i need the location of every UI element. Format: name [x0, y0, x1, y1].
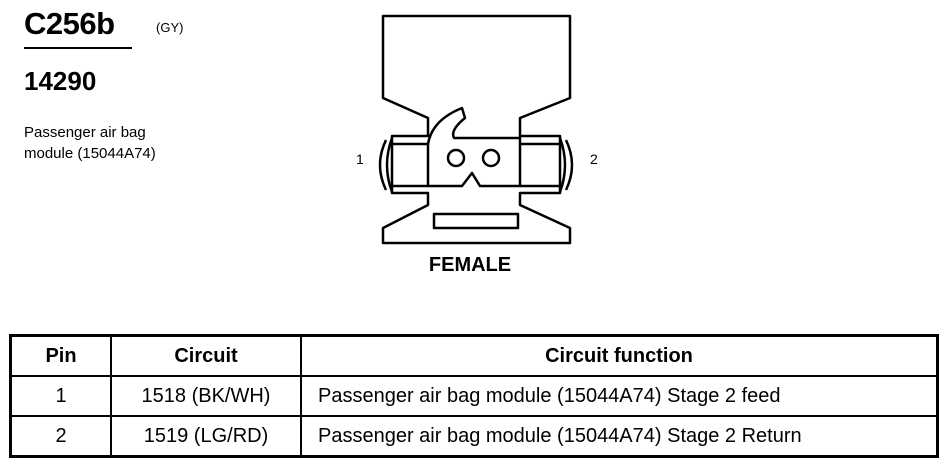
connector-color: (GY) — [156, 20, 184, 35]
latch-slot — [432, 212, 520, 230]
left-bracket-outer — [378, 139, 388, 191]
right-bracket-outer — [564, 139, 574, 191]
row-pin: 2 — [9, 415, 112, 458]
table-row: 1 1518 (BK/WH) Passenger air bag module … — [9, 375, 939, 417]
description-line-1: Passenger air bag — [24, 124, 146, 141]
keyed-insert — [426, 106, 522, 188]
gender-label: FEMALE — [428, 254, 512, 276]
header-pin: Pin — [9, 334, 112, 377]
table-header-row: Pin Circuit Circuit function — [9, 334, 939, 377]
row-circuit: 1519 (LG/RD) — [110, 415, 302, 458]
pin-cavity-2 — [481, 148, 501, 168]
row-function: Passenger air bag module (15044A74) Stag… — [300, 415, 939, 458]
table-row: 2 1519 (LG/RD) Passenger air bag module … — [9, 415, 939, 458]
row-pin: 1 — [9, 375, 112, 417]
left-bracket-inner — [385, 137, 394, 193]
connector-id: C256b — [24, 6, 115, 41]
connector-description: Passenger air bag module (15044A74) — [24, 122, 244, 164]
connector-diagram: 1 2 FEMALE — [350, 10, 630, 280]
row-function: Passenger air bag module (15044A74) Stag… — [300, 375, 939, 417]
row-circuit: 1518 (BK/WH) — [110, 375, 302, 417]
pin-table: Pin Circuit Circuit function 1 1518 (BK/… — [9, 334, 939, 458]
connector-id-underline — [24, 47, 132, 49]
connector-housing — [381, 14, 572, 245]
part-number: 14290 — [24, 66, 97, 96]
connector-face-drawing — [378, 14, 574, 245]
pin-number-right: 2 — [590, 151, 598, 167]
right-bracket-inner — [558, 137, 567, 193]
header-circuit: Circuit — [110, 334, 302, 377]
pin-cavity-1 — [446, 148, 466, 168]
header-function: Circuit function — [300, 334, 939, 377]
description-line-2: module (15044A74) — [24, 145, 156, 162]
pin-number-left: 1 — [356, 151, 364, 167]
